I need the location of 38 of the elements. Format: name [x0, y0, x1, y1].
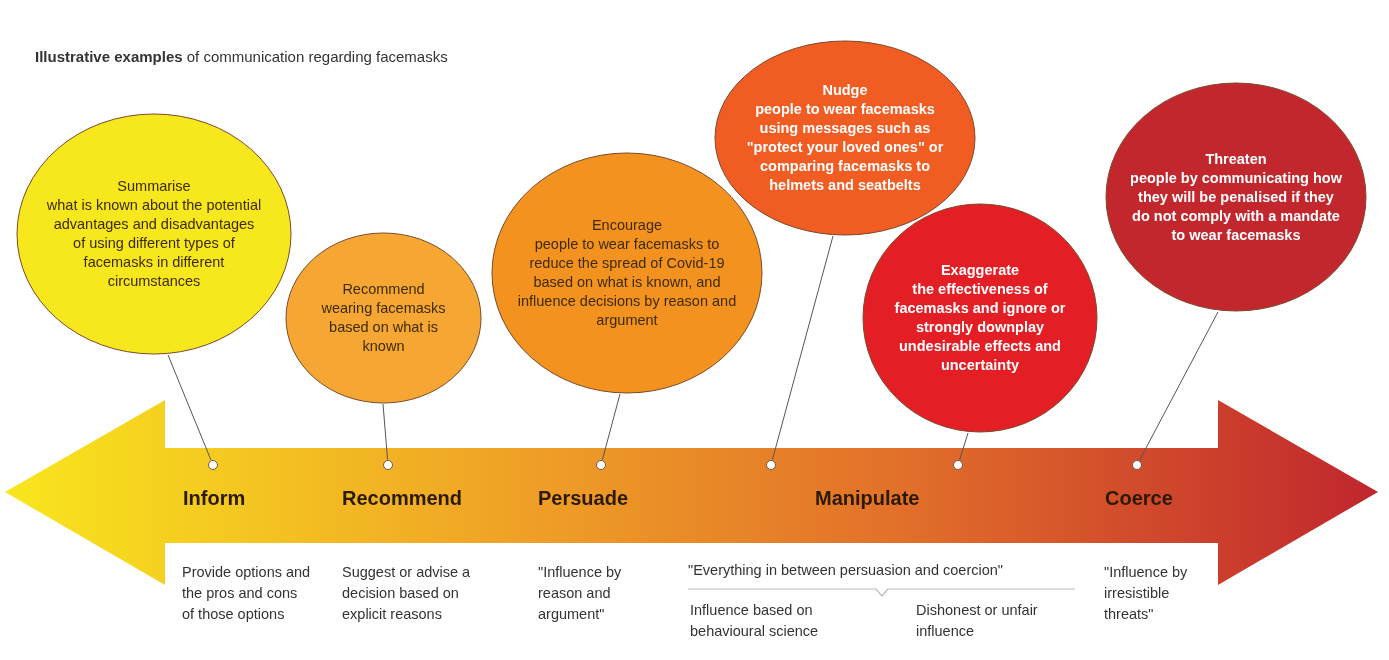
heading-text: Threaten	[1205, 149, 1267, 169]
description-text: Provide options and the pros and cons of those options	[182, 563, 312, 624]
stage-label: Manipulate	[815, 486, 920, 511]
body-text: people by communicating how they will be penalised if they do not comply with a mandate to wear facemasks	[1129, 168, 1343, 245]
description-text: Suggest or advise a decision based on explicit reasons	[342, 563, 472, 624]
connection-dot	[595, 459, 606, 470]
connection-dot	[207, 459, 218, 470]
body-text: people to wear facemasks using messages such as "protect your loved ones" or comparing facemasks to helmets and seatbelts	[745, 100, 945, 195]
heading-text: Encourage	[591, 216, 663, 235]
stage-label: Inform	[183, 486, 246, 511]
callout-circle	[714, 40, 976, 236]
callout-circle	[862, 203, 1098, 433]
body-text: what is known about the potential advantages and disadvantages of using different types of facemasks in different circumstances	[46, 196, 262, 291]
callout-circle	[16, 113, 292, 355]
heading-text: Exaggerate	[940, 261, 1020, 280]
stage-label: Coerce	[1105, 486, 1173, 511]
leader-line	[959, 432, 969, 461]
connection-dot	[1131, 459, 1142, 470]
description-text: Dishonest or unfair influence	[916, 601, 1039, 641]
heading-text: Recommend	[342, 280, 425, 299]
description-text: "Influence by irresistible threats"	[1104, 563, 1189, 624]
callout-circle	[285, 232, 482, 404]
body-text: the effectiveness of facemasks and ignore or strongly downplay undesirable effects and uncertainty	[893, 280, 1067, 375]
body-text: wearing facemasks based on what is known	[320, 299, 447, 356]
description-text: "Everything in between persuasion and coercion"	[688, 561, 1004, 580]
body-text: people to wear facemasks to reduce the spread of Covid-19 based on what is known, and influence decisions by reason and argument	[517, 235, 737, 330]
connection-dot	[765, 459, 776, 470]
heading-text: Nudge	[822, 81, 868, 100]
title-text: Illustrative examples of communication regarding facemasks	[35, 48, 448, 65]
stage-label: Recommend	[342, 486, 463, 511]
connection-dot	[952, 459, 963, 470]
description-text: Influence based on behavioural science	[690, 601, 820, 641]
stage-label: Persuade	[538, 486, 629, 511]
callout-circle	[1105, 82, 1367, 312]
connection-dot	[382, 459, 393, 470]
heading-text: Summarise	[117, 177, 191, 196]
leader-line	[382, 403, 389, 460]
description-text: "Influence by reason and argument"	[538, 563, 623, 624]
